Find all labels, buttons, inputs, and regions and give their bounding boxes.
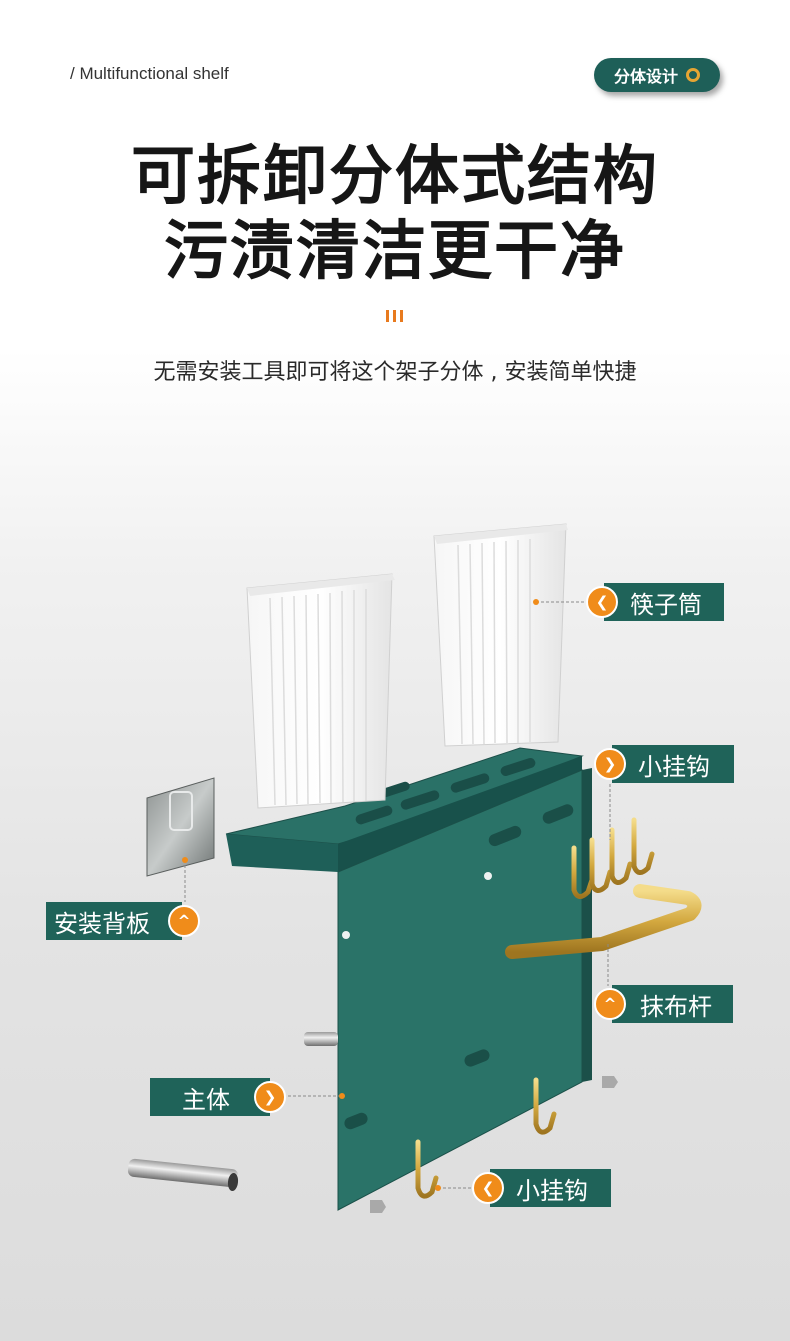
callout-label: 安装背板 [54, 909, 150, 938]
back-plate [146, 777, 215, 877]
leader-lines [184, 601, 611, 1189]
divider-mark [386, 310, 403, 322]
chevron-right-icon: ❯ [254, 1081, 286, 1113]
design-badge: 分体设计 [594, 58, 720, 92]
header-tag: / Multifunctional shelf [70, 64, 229, 83]
chevron-up-icon: ^ [594, 988, 626, 1020]
callout-back-plate: 安装背板 ^ [46, 902, 200, 940]
main-body-panel [337, 768, 592, 1211]
chevron-left-icon: ❮ [472, 1172, 504, 1204]
callout-small-hook-top: ❯ 小挂钩 [594, 745, 734, 783]
circle-icon [686, 68, 700, 82]
towel-bar [505, 884, 702, 959]
callout-towel-bar: ^ 抹布杆 [594, 985, 733, 1023]
top-tray [225, 747, 584, 872]
callout-label: 抹布杆 [640, 992, 712, 1021]
hooks-top [571, 817, 655, 899]
callout-chopstick-holder: ❮ 筷子筒 [586, 583, 724, 621]
headline-line-2: 污渍清洁更干净 [164, 215, 626, 289]
chevron-left-icon: ❮ [586, 586, 618, 618]
callout-label: 筷子筒 [630, 590, 702, 619]
callout-label: 小挂钩 [638, 752, 710, 781]
callout-small-hook-bottom: ❮ 小挂钩 [472, 1169, 611, 1207]
chopstick-cup-right [433, 523, 568, 747]
badge-label: 分体设计 [613, 67, 678, 86]
callout-label: 小挂钩 [516, 1176, 588, 1205]
callout-label: 主体 [182, 1085, 230, 1114]
chopstick-cup-left [246, 573, 395, 809]
callout-main-body: 主体 ❯ [150, 1078, 286, 1116]
hooks-bottom [415, 1077, 557, 1199]
mounting-pins [127, 1032, 618, 1213]
chevron-down-icon: ❯ [594, 748, 626, 780]
headline-line-1: 可拆卸分体式结构 [131, 140, 659, 214]
chevron-up-icon: ^ [168, 905, 200, 937]
subtitle: 无需安装工具即可将这个架子分体 , 安装简单快捷 [153, 360, 637, 385]
